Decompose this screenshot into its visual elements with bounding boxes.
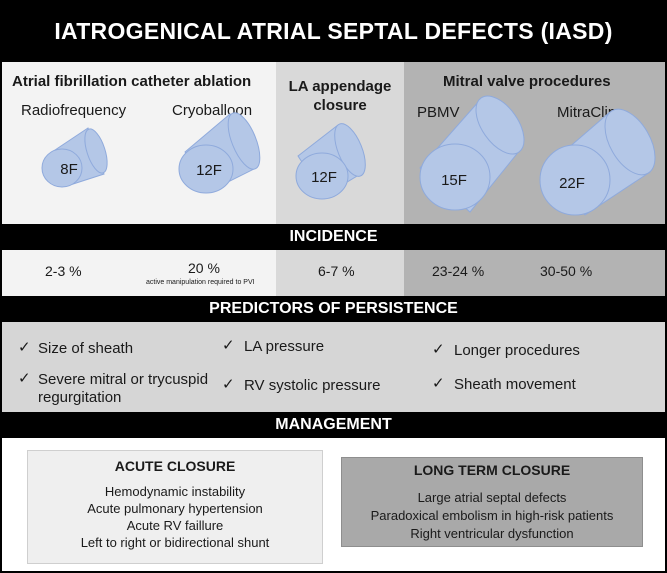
predictor-longer-procedures: Longer procedures xyxy=(454,342,580,359)
sheath-22f-icon xyxy=(539,108,656,216)
acute-closure-item: Acute pulmonary hypertension xyxy=(87,501,263,516)
acute-closure-item: Hemodynamic instability xyxy=(104,484,246,499)
check-icon: ✓ xyxy=(432,375,445,392)
sheath-size-15f: 15F xyxy=(441,172,467,189)
sheath-size-12f-cryo: 12F xyxy=(196,162,222,179)
sheath-size-12f-laa: 12F xyxy=(311,169,337,186)
predictor-size-of-sheath: Size of sheath xyxy=(38,340,134,357)
check-icon: ✓ xyxy=(222,376,235,393)
long-term-closure-box xyxy=(341,457,643,547)
long-term-closure-item: Large atrial septal defects xyxy=(417,490,567,505)
incidence-note: active manipulation required to PVI xyxy=(146,279,255,286)
incidence-mitraclip: 30-50 % xyxy=(540,263,593,279)
af-ablation-header: Atrial fibrillation catheter ablation xyxy=(12,73,252,90)
incidence-row-laa xyxy=(276,250,404,296)
procedure-label-mitraclip: MitraClip xyxy=(557,104,617,121)
predictors-header: PREDICTORS OF PERSISTENCE xyxy=(0,296,667,322)
incidence-row-af xyxy=(2,250,276,296)
predictor-sheath-movement: Sheath movement xyxy=(454,376,576,393)
procedure-label-pbmv: PBMV xyxy=(417,104,460,121)
mitral-header: Mitral valve procedures xyxy=(443,73,611,90)
sheath-12f-cryoballoon-icon xyxy=(178,112,261,194)
long-term-closure-title: LONG TERM CLOSURE xyxy=(413,462,571,478)
sheath-8f-icon xyxy=(41,127,108,188)
incidence-header: INCIDENCE xyxy=(0,224,667,250)
acute-closure-box xyxy=(27,450,323,564)
incidence-pbmv: 23-24 % xyxy=(432,263,485,279)
management-header: MANAGEMENT xyxy=(0,412,667,438)
incidence-row-mitral xyxy=(404,250,665,296)
acute-closure-title: ACUTE CLOSURE xyxy=(114,458,236,474)
procedure-label-radiofrequency: Radiofrequency xyxy=(21,102,127,119)
check-icon: ✓ xyxy=(18,370,31,387)
sheath-size-22f: 22F xyxy=(559,175,585,192)
incidence-cryoballoon: 20 % xyxy=(188,260,220,276)
predictor-regurgitation-line1: Severe mitral or trycuspid xyxy=(38,371,209,388)
predictor-rv-systolic-pressure: RV systolic pressure xyxy=(244,377,381,394)
acute-closure-item: Acute RV faillure xyxy=(126,518,224,533)
predictor-regurgitation-line2: regurgitation xyxy=(38,389,122,406)
incidence-laa: 6-7 % xyxy=(318,263,355,279)
check-icon: ✓ xyxy=(432,341,445,358)
sheath-15f-icon xyxy=(419,95,525,213)
check-icon: ✓ xyxy=(222,337,235,354)
la-appendage-header-line2: closure xyxy=(313,97,367,114)
long-term-closure-item: Paradoxical embolism in high-risk patien… xyxy=(370,508,614,523)
incidence-radiofrequency: 2-3 % xyxy=(45,263,82,279)
sheath-12f-laa-icon xyxy=(295,123,366,200)
la-appendage-header-line1: LA appendage xyxy=(288,78,392,95)
predictor-la-pressure: LA pressure xyxy=(244,338,325,355)
sheath-size-8f: 8F xyxy=(60,161,78,178)
diagram-title: IATROGENICAL ATRIAL SEPTAL DEFECTS (IASD… xyxy=(0,0,667,62)
predictors-area xyxy=(2,322,665,412)
check-icon: ✓ xyxy=(18,339,31,356)
long-term-closure-item: Right ventricular dysfunction xyxy=(410,526,574,541)
acute-closure-item: Left to right or bidirectional shunt xyxy=(80,535,270,550)
